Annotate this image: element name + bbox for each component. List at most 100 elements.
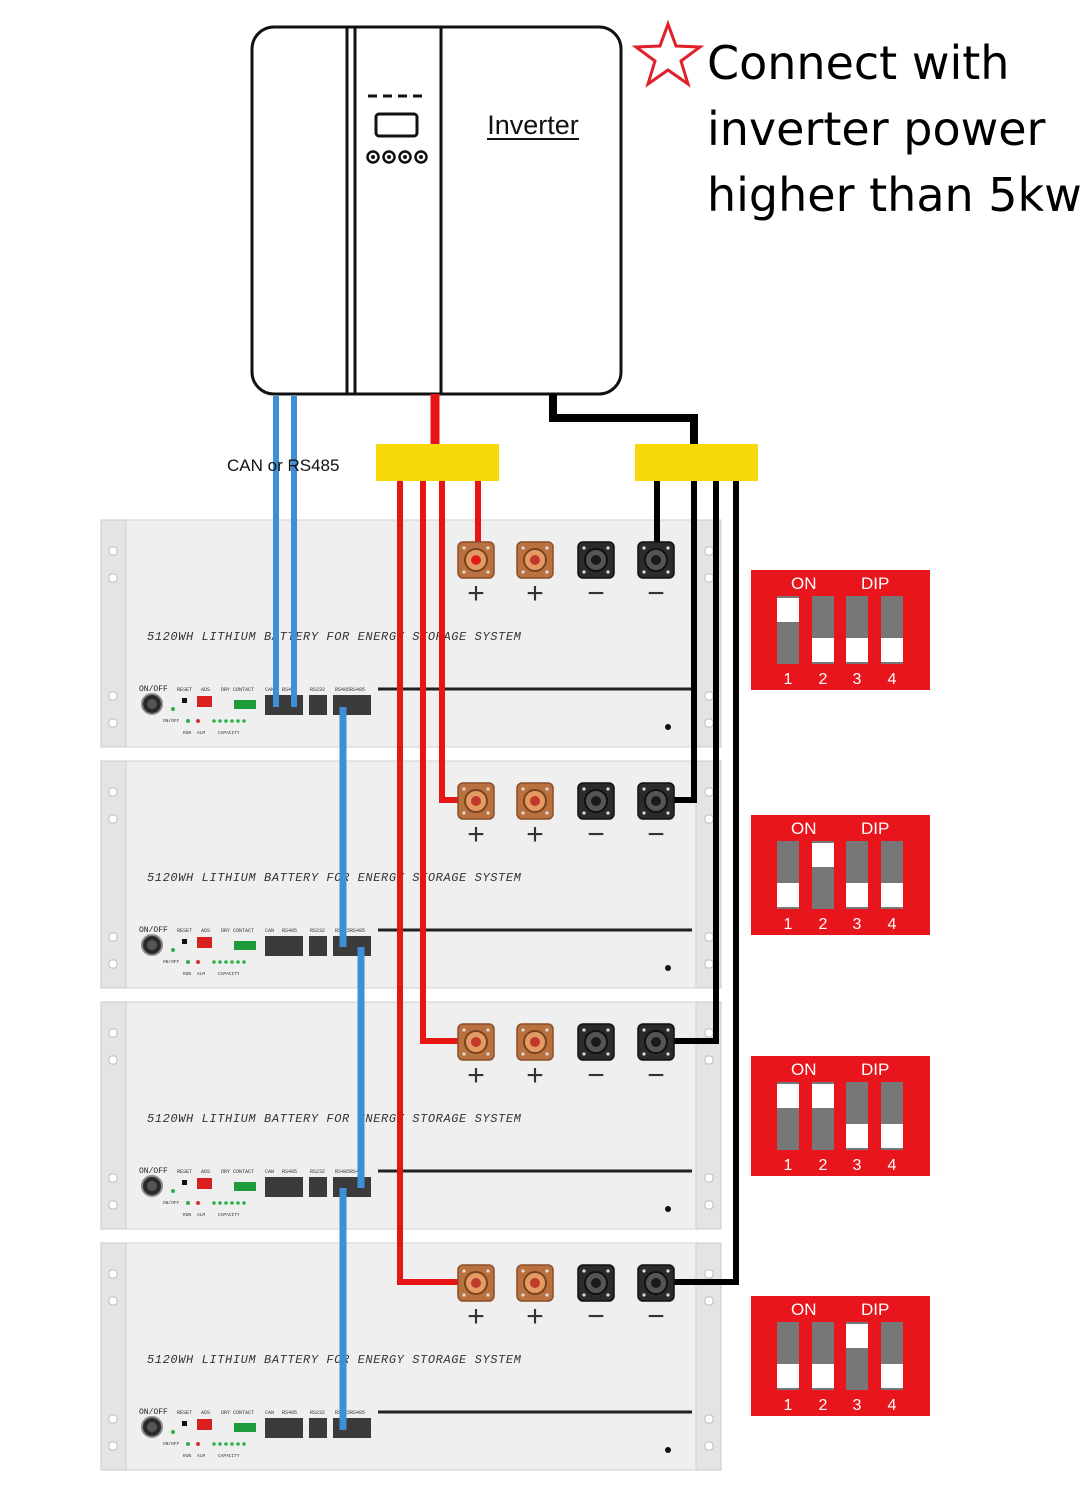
mount-hole	[108, 546, 118, 556]
capacity-led	[224, 1201, 228, 1205]
power-knob-center	[147, 1181, 157, 1191]
onoff-small-label: ON/OFF	[163, 1200, 180, 1206]
capacity-label: CAPACITY	[218, 971, 240, 977]
terminal-screw	[521, 1269, 525, 1273]
terminal-screw	[486, 1028, 490, 1032]
mount-hole	[108, 1269, 118, 1279]
rs232-label: RS232	[310, 928, 325, 934]
led	[171, 1189, 175, 1193]
onoff-small-label: ON/OFF	[163, 718, 180, 724]
mount-hole	[704, 546, 714, 556]
terminal-screw	[582, 546, 586, 550]
mount-hole	[704, 959, 714, 969]
can-rs485-port	[265, 1177, 303, 1197]
reset-label: RESET	[177, 1410, 192, 1416]
ads-label: ADS	[201, 687, 210, 693]
plus-sign: +	[526, 818, 544, 851]
minus-sign: −	[587, 818, 605, 851]
dip-number: 4	[888, 916, 897, 933]
terminal-screw	[642, 546, 646, 550]
capacity-led	[242, 719, 246, 723]
terminal-screw	[521, 811, 525, 815]
rs485-label: RS485	[282, 687, 297, 693]
plus-sign: +	[526, 577, 544, 610]
indicator-dot	[665, 1206, 671, 1212]
terminal-screw	[642, 1028, 646, 1032]
dip-toggle-on	[812, 1084, 834, 1108]
dip-number: 2	[819, 671, 828, 688]
mount-hole	[704, 573, 714, 583]
rs485-pair-label: RS485RS485	[335, 928, 365, 934]
rs485-link-port	[333, 936, 371, 956]
reset-button	[182, 698, 187, 703]
dip-toggle-off	[846, 883, 868, 907]
mount-hole	[108, 814, 118, 824]
note-line-1: Connect with	[707, 36, 1010, 90]
inverter-label: Inverter	[487, 110, 579, 140]
terminal-pin	[591, 796, 601, 806]
reset-label: RESET	[177, 1169, 192, 1175]
mount-hole	[704, 1414, 714, 1424]
terminal-screw	[582, 811, 586, 815]
terminal-screw	[486, 570, 490, 574]
capacity-label: CAPACITY	[218, 1453, 240, 1459]
battery-title: 5120WH LITHIUM BATTERY FOR ENERGY STORAG…	[147, 1112, 522, 1126]
terminal-screw	[521, 1028, 525, 1032]
terminal-screw	[462, 1028, 466, 1032]
minus-sign: −	[647, 1300, 665, 1333]
dip-toggle-on	[846, 1324, 868, 1348]
mount-hole	[704, 691, 714, 701]
rack-ear-left	[100, 1242, 129, 1471]
positive-terminal: +	[457, 1264, 495, 1333]
power-knob-center	[147, 699, 157, 709]
dip-number: 1	[784, 1157, 793, 1174]
capacity-led	[218, 719, 222, 723]
dip-on-label: ON	[791, 1060, 817, 1079]
capacity-led	[230, 960, 234, 964]
note-line-3: higher than 5kw	[707, 168, 1082, 222]
terminal-screw	[582, 1269, 586, 1273]
terminal-screw	[486, 811, 490, 815]
capacity-led	[224, 960, 228, 964]
mount-hole	[108, 1173, 118, 1183]
plus-sign: +	[526, 1300, 544, 1333]
mount-hole	[704, 1296, 714, 1306]
terminal-screw	[545, 787, 549, 791]
comm-label: CAN or RS485	[227, 456, 339, 475]
positive-terminal: +	[516, 541, 554, 610]
positive-terminal: +	[457, 782, 495, 851]
battery-title: 5120WH LITHIUM BATTERY FOR ENERGY STORAG…	[147, 630, 522, 644]
mount-hole	[108, 1414, 118, 1424]
capacity-led	[218, 960, 222, 964]
terminal-screw	[666, 1269, 670, 1273]
dry-contact-label: DRY CONTACT	[221, 1410, 254, 1416]
can-rs485-port	[265, 1418, 303, 1438]
indicator-dot	[665, 724, 671, 730]
can-label: CAN	[265, 928, 274, 934]
capacity-led	[212, 1442, 216, 1446]
plus-sign: +	[526, 1059, 544, 1092]
dip-number: 1	[784, 1397, 793, 1414]
terminal-screw	[582, 1052, 586, 1056]
negative-cable-3	[656, 478, 719, 1044]
ads-label: ADS	[201, 1169, 210, 1175]
terminal-screw	[642, 1052, 646, 1056]
dip-number: 4	[888, 1397, 897, 1414]
busbars	[376, 444, 758, 481]
terminal-screw	[606, 570, 610, 574]
dry-contact-port	[234, 1423, 256, 1432]
mount-hole	[108, 932, 118, 942]
dry-contact-port	[234, 700, 256, 709]
terminal-pin	[471, 1278, 481, 1288]
terminal-screw	[486, 546, 490, 550]
terminal-screw	[606, 787, 610, 791]
dry-contact-label: DRY CONTACT	[221, 687, 254, 693]
terminal-screw	[521, 1052, 525, 1056]
terminal-screw	[666, 811, 670, 815]
terminal-screw	[521, 570, 525, 574]
mount-hole	[704, 1441, 714, 1451]
can-rs485-port	[265, 695, 303, 715]
dip-number: 1	[784, 916, 793, 933]
